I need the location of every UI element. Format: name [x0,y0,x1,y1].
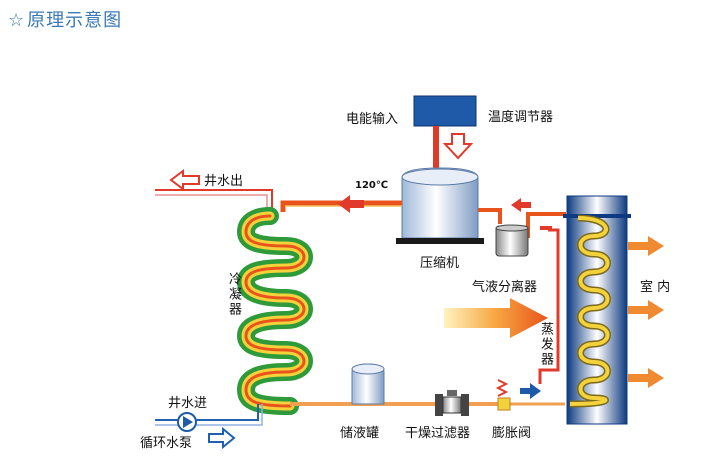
expansion-valve [495,379,511,411]
heat-input-arrow-icon [444,298,548,338]
compressor-label: 压缩机 [420,256,460,271]
pump-icon [177,412,197,432]
power-line [433,126,439,168]
flow-left-arrow-icon [511,198,531,212]
evaporator-panel [563,195,631,425]
evaporator-return-pipe [538,228,560,384]
thermostat-label: 温度调节器 [488,110,554,125]
condenser-coil [236,207,313,415]
power-input-label: 电能输入 [346,112,399,127]
thermostat-box [413,95,477,127]
temperature-label: 120℃ [355,180,388,191]
well-water-in-label: 井水进 [168,396,208,411]
evaporator-label: 蒸发器 [538,322,553,367]
flow-right-arrow-icon [520,383,541,399]
indoor-arrow-icon [628,236,664,256]
left-outline-arrow-icon [169,169,200,191]
star-icon: ☆ [8,10,26,31]
condenser-label: 冷凝器 [226,272,241,317]
circulation-pump-label: 循环水泵 [140,436,193,451]
compressor [396,167,484,244]
indoor-arrow-icon [628,300,664,320]
right-outline-arrow-icon [208,426,236,450]
indoor-arrow-icon [628,368,664,388]
gas-liquid-separator [495,224,529,257]
indoor-label: 室 内 [640,280,671,295]
suction-pipe [478,208,502,224]
well-water-out-pipe [155,189,273,212]
dryer-filter [435,390,469,416]
receiver-tank-label: 储液罐 [340,426,380,441]
receiver-tank [351,363,385,405]
dryer-filter-label: 干燥过滤器 [405,426,471,441]
well-water-out-label: 井水出 [204,174,244,189]
expansion-valve-label: 膨胀阀 [492,426,532,441]
flow-left-arrow-icon [338,195,364,213]
down-arrow-icon [442,133,474,160]
separator-label: 气液分离器 [472,280,538,295]
page-title: ☆原理示意图 [8,10,123,31]
